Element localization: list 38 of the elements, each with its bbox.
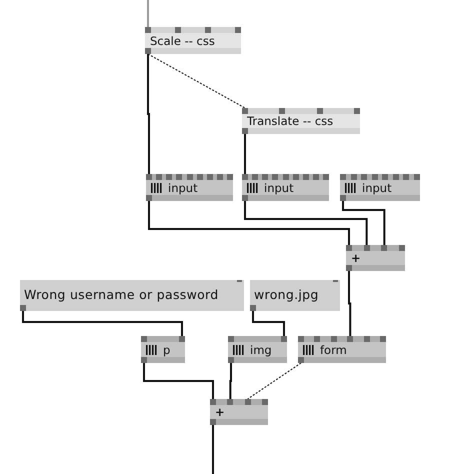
- wire: [148, 54, 246, 108]
- node-label: form: [320, 342, 347, 356]
- node-label: input: [362, 180, 392, 194]
- node-label: +: [215, 405, 225, 419]
- node-label: +: [351, 251, 361, 265]
- wire: [212, 425, 214, 474]
- node-box: [145, 27, 241, 54]
- node-label: Translate -- css: [247, 114, 334, 128]
- wire: [147, 0, 149, 27]
- node-label: wrong.jpg: [254, 287, 319, 302]
- node-label: Wrong username or password: [24, 287, 219, 302]
- wire: [229, 363, 232, 399]
- string-node: [250, 280, 340, 311]
- wire: [148, 201, 350, 245]
- node-box: [210, 399, 268, 425]
- wire: [342, 201, 386, 245]
- wire: [252, 311, 285, 336]
- wire: [22, 311, 183, 336]
- node-box: [141, 336, 185, 363]
- node-box: [146, 174, 233, 201]
- node-label: img: [250, 342, 272, 356]
- node-box: [340, 174, 420, 201]
- wire: [244, 134, 246, 174]
- string-node: [20, 280, 244, 311]
- wire: [143, 363, 214, 399]
- node-box: [346, 245, 405, 271]
- node-label: p: [163, 342, 170, 356]
- wire: [244, 201, 368, 245]
- node-box: [228, 336, 287, 363]
- wire: [348, 271, 352, 336]
- wire: [247, 362, 302, 400]
- wire: [147, 54, 150, 174]
- node-label: input: [168, 180, 198, 194]
- node-box: [242, 174, 329, 201]
- node-box: [242, 108, 360, 134]
- node-box: [298, 336, 386, 363]
- node-label: Scale -- css: [150, 34, 215, 48]
- node-label: input: [264, 180, 294, 194]
